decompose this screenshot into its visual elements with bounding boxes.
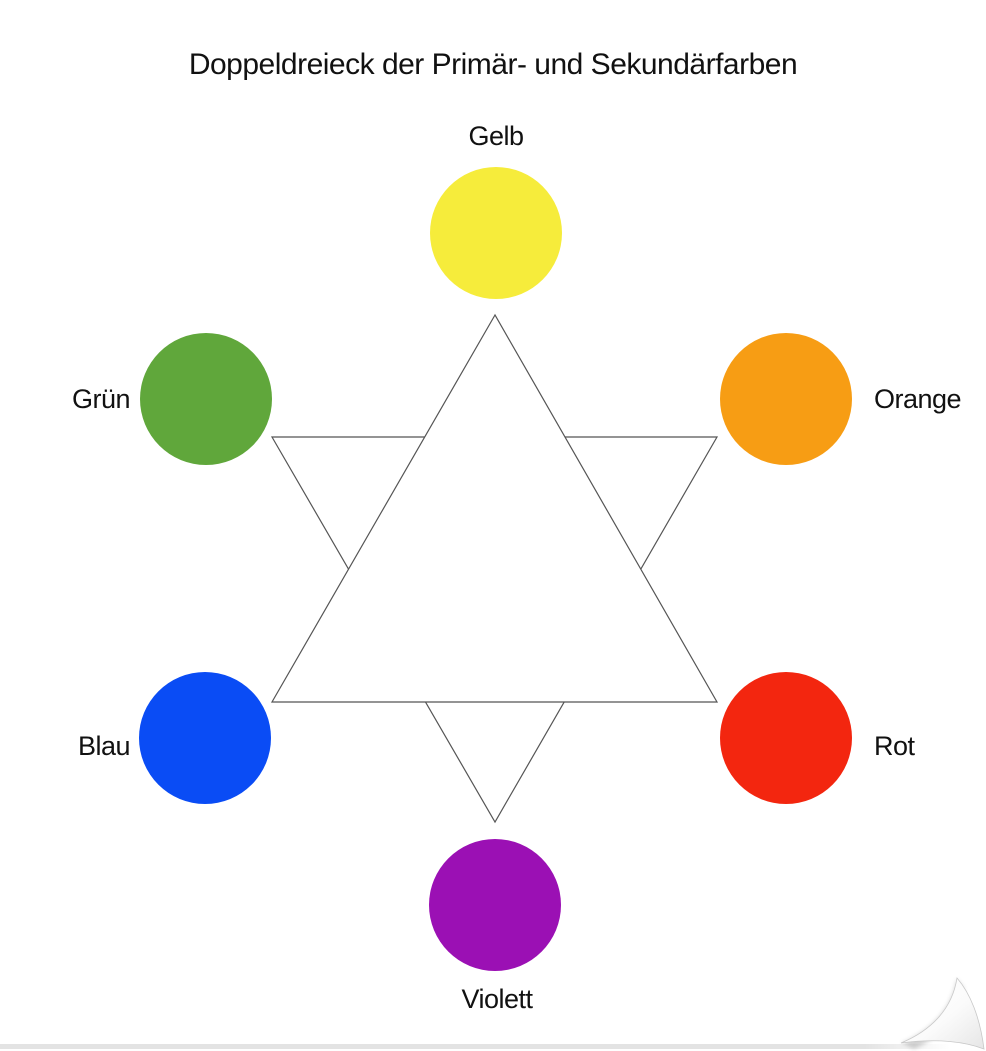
color-circle-blau (139, 672, 271, 804)
color-circle-violett (429, 839, 561, 971)
color-label-rot: Rot (874, 731, 916, 761)
color-label-gelb: Gelb (468, 121, 523, 151)
color-circle-gruen (140, 333, 272, 465)
diagram-title: Doppeldreieck der Primär- und Sekundärfa… (188, 48, 798, 81)
color-label-gruen: Grün (72, 384, 130, 414)
color-label-violett: Violett (461, 984, 533, 1014)
page-curl-icon (900, 977, 985, 1050)
color-circle-rot (720, 672, 852, 804)
page-curl-face (900, 977, 985, 1050)
color-label-blau: Blau (78, 731, 130, 761)
color-circle-gelb (430, 167, 562, 299)
page-bottom-edge (0, 1044, 950, 1049)
color-label-orange: Orange (874, 384, 961, 414)
color-circle-orange (720, 333, 852, 465)
primary-triangle (270, 313, 719, 703)
